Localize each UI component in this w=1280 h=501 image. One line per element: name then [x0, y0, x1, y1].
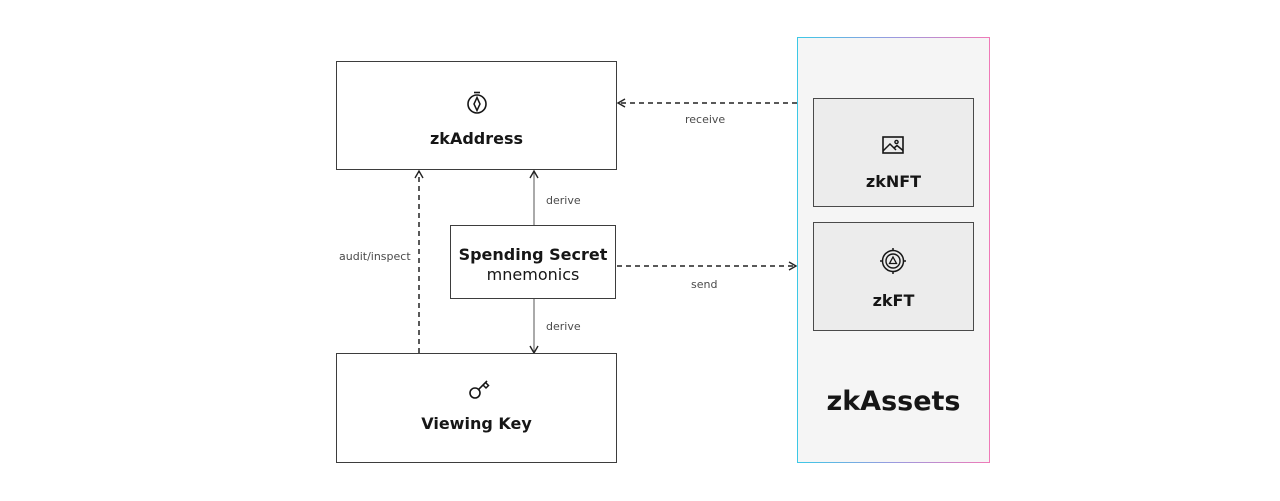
target-icon [880, 248, 906, 274]
send-label: send [691, 278, 718, 291]
spending-secret-title: Spending Secret [458, 245, 608, 264]
derive-down-label: derive [546, 320, 581, 333]
compass-icon [467, 91, 487, 114]
viewing-key-node: Viewing Key [336, 353, 617, 463]
zkassets-panel-body: zkNFT zkFT zkAssets [798, 38, 989, 462]
image-icon [882, 136, 904, 154]
spending-secret-subtitle: mnemonics [486, 265, 580, 284]
receive-label: receive [685, 113, 726, 126]
zkassets-panel: zkNFT zkFT zkAssets [797, 37, 990, 463]
zknft-title: zkNFT [865, 172, 922, 191]
spending-secret-node: Spending Secret mnemonics [450, 225, 616, 299]
audit-inspect-label: audit/inspect [339, 250, 411, 263]
zkassets-title: zkAssets [826, 386, 961, 417]
zkft-title: zkFT [872, 291, 915, 310]
derive-up-label: derive [546, 194, 581, 207]
key-icon [469, 380, 490, 399]
zkft-card: zkFT [813, 222, 974, 331]
zknft-card: zkNFT [813, 98, 974, 207]
viewing-key-title: Viewing Key [421, 414, 532, 433]
zkaddress-node: zkAddress [336, 61, 617, 170]
zkaddress-title: zkAddress [429, 129, 524, 148]
